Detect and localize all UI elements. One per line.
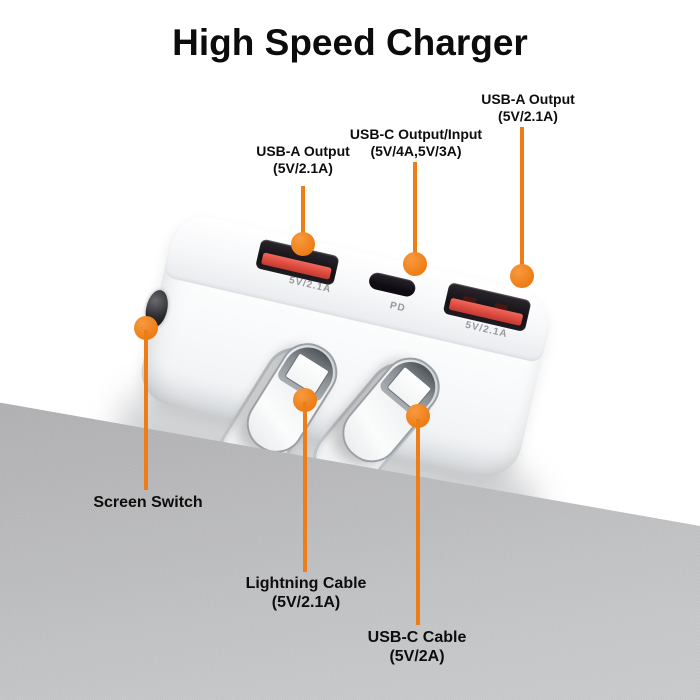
annotation-spec: (5V/4A,5V/3A) [370, 142, 462, 159]
annotation-screen-switch: Screen Switch [93, 494, 202, 513]
annotation-usb-a-right: USB-A Output (5V/2.1A) [481, 91, 575, 124]
annotation-label: USB-C Cable [367, 629, 467, 646]
callout-line [416, 419, 420, 625]
annotation-spec: (5V/2A) [389, 647, 445, 665]
annotation-label: Screen Switch [93, 494, 203, 511]
callout-line [144, 330, 148, 490]
annotation-label: USB-C Output/Input [349, 126, 483, 142]
usb-a-pin [494, 302, 508, 311]
callout-dot [510, 264, 534, 288]
callout-line [520, 127, 524, 275]
page-title: High Speed Charger [172, 22, 528, 63]
callout-line [301, 186, 305, 242]
usb-a-tongue [448, 295, 524, 327]
annotation-label: USB-A Output [481, 91, 575, 107]
usb-c-plug-face [386, 365, 433, 411]
callout-dot [403, 252, 427, 276]
annotation-spec: (5V/2.1A) [498, 107, 558, 124]
port-label-usb-c: PD [388, 300, 407, 315]
annotation-spec: (5V/2.1A) [273, 159, 333, 176]
callout-line [303, 402, 307, 572]
annotation-spec: (5V/2.1A) [271, 593, 341, 611]
annotation-usb-c-cable: USB-C Cable (5V/2A) [368, 629, 467, 667]
annotation-usb-c-top: USB-C Output/Input (5V/4A,5V/3A) [350, 126, 482, 159]
callout-dot [291, 232, 315, 256]
annotation-label: USB-A Output [256, 143, 350, 159]
device-port-face: 5V/2.1A PD 5V/2.1A [162, 210, 557, 364]
annotation-label: Lightning Cable [245, 575, 367, 592]
callout-line [413, 162, 417, 262]
usb-a-pin [462, 295, 477, 304]
annotation-lightning-cable: Lightning Cable (5V/2.1A) [246, 575, 367, 613]
annotation-usb-a-left: USB-A Output (5V/2.1A) [256, 143, 350, 176]
